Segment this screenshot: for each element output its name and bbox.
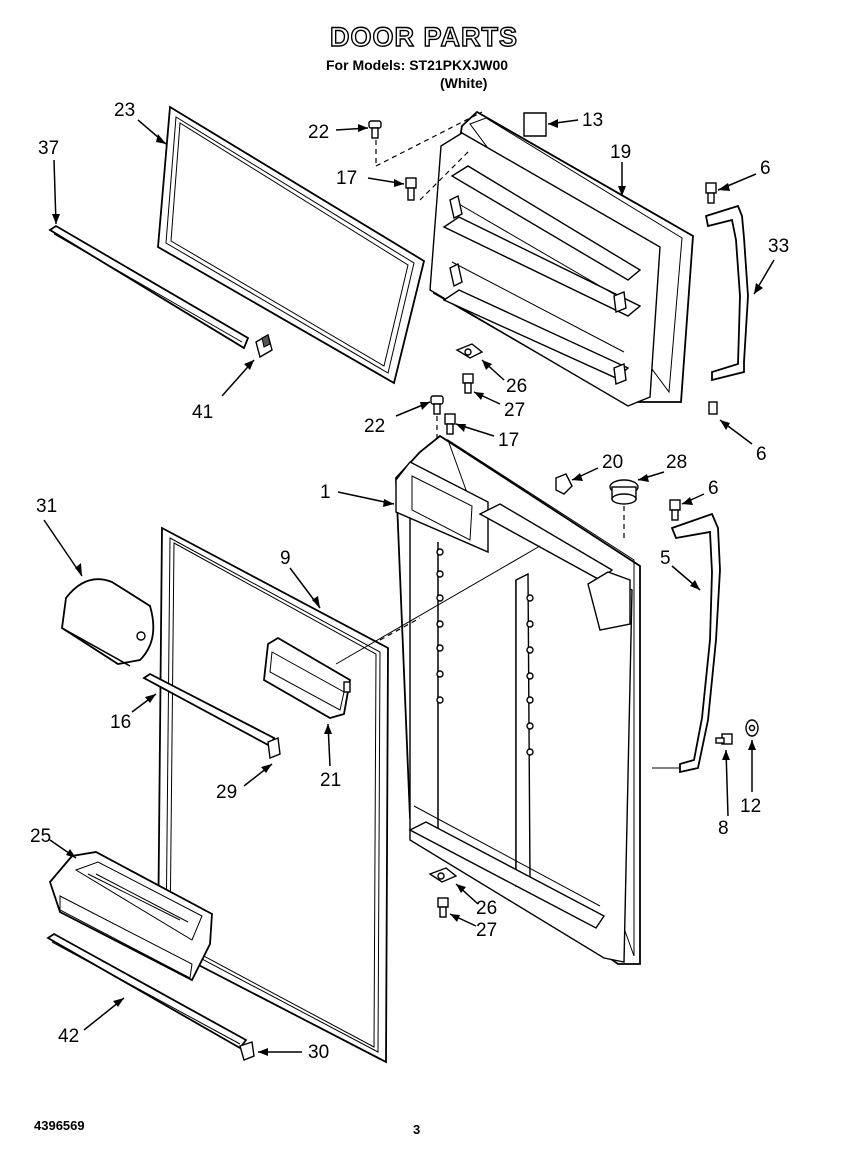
callout-22-mid: 22	[364, 416, 385, 437]
models-line: For Models: ST21PKXJW00	[326, 57, 509, 73]
callout-5: 5	[660, 548, 671, 569]
callout-17-mid: 17	[498, 430, 519, 451]
callout-17-top: 17	[336, 168, 357, 189]
plug-20	[555, 473, 573, 495]
callout-33: 33	[768, 236, 789, 257]
hinge-26-27-lower	[428, 867, 458, 918]
callout-6-low: 6	[708, 478, 719, 499]
clip-30	[239, 1041, 255, 1061]
callout-12: 12	[740, 796, 761, 817]
callout-26-low: 26	[476, 898, 497, 919]
callout-27-top: 27	[504, 400, 525, 421]
callout-27-low: 27	[476, 920, 497, 941]
screw-22-mid	[430, 395, 444, 415]
dairy-door-31	[61, 578, 155, 667]
callout-6-top: 6	[760, 158, 771, 179]
callout-30: 30	[308, 1042, 329, 1063]
screw-22-top	[368, 120, 382, 139]
cap-12	[745, 719, 759, 737]
hinge-5	[669, 499, 721, 774]
callout-41: 41	[192, 402, 213, 423]
leader-dash	[379, 617, 421, 641]
bolt-8	[715, 733, 733, 745]
leader-dash	[375, 111, 483, 167]
callout-37: 37	[38, 138, 59, 159]
leader-line	[335, 545, 541, 665]
hinge-26-27-upper	[455, 343, 484, 394]
callout-42: 42	[58, 1026, 79, 1047]
clip-41	[255, 333, 273, 359]
callout-21: 21	[320, 770, 341, 791]
callout-29: 29	[216, 782, 237, 803]
screw-17-mid	[444, 413, 456, 435]
screw-17-top	[405, 177, 417, 201]
label-13	[523, 112, 547, 137]
callout-1: 1	[320, 482, 331, 503]
hinge-33	[704, 182, 749, 415]
trim-42	[46, 932, 248, 1050]
page-title: DOOR PARTS	[329, 21, 518, 52]
callout-19: 19	[610, 142, 631, 163]
fresh-food-gasket-9	[157, 526, 389, 1064]
trim-strip-37	[48, 224, 250, 350]
dairy-trim-21	[263, 636, 351, 719]
fresh-food-door-1	[395, 434, 641, 965]
callout-20: 20	[602, 452, 623, 473]
callout-16: 16	[110, 712, 131, 733]
callout-13: 13	[582, 110, 603, 131]
freezer-gasket-23	[157, 105, 426, 385]
clip-29	[267, 737, 281, 759]
callout-23: 23	[114, 100, 135, 121]
plug-28	[609, 479, 639, 505]
color-line: (White)	[440, 75, 488, 91]
trim-16	[142, 672, 276, 748]
door-dimples	[436, 548, 534, 756]
leader-dash	[419, 149, 471, 201]
callout-25: 25	[30, 826, 51, 847]
freezer-door-19	[429, 110, 694, 407]
callout-22-top: 22	[308, 122, 329, 143]
door-bin-25	[48, 851, 213, 982]
page-number: 3	[413, 1122, 421, 1137]
callout-6-mid: 6	[756, 444, 767, 465]
doc-number: 4396569	[34, 1118, 85, 1133]
callout-28: 28	[666, 452, 687, 473]
callout-26-top: 26	[506, 376, 527, 397]
leader-arrows	[43, 119, 775, 1056]
callout-8: 8	[718, 818, 729, 839]
callout-31: 31	[36, 496, 57, 517]
callout-9: 9	[280, 548, 291, 569]
